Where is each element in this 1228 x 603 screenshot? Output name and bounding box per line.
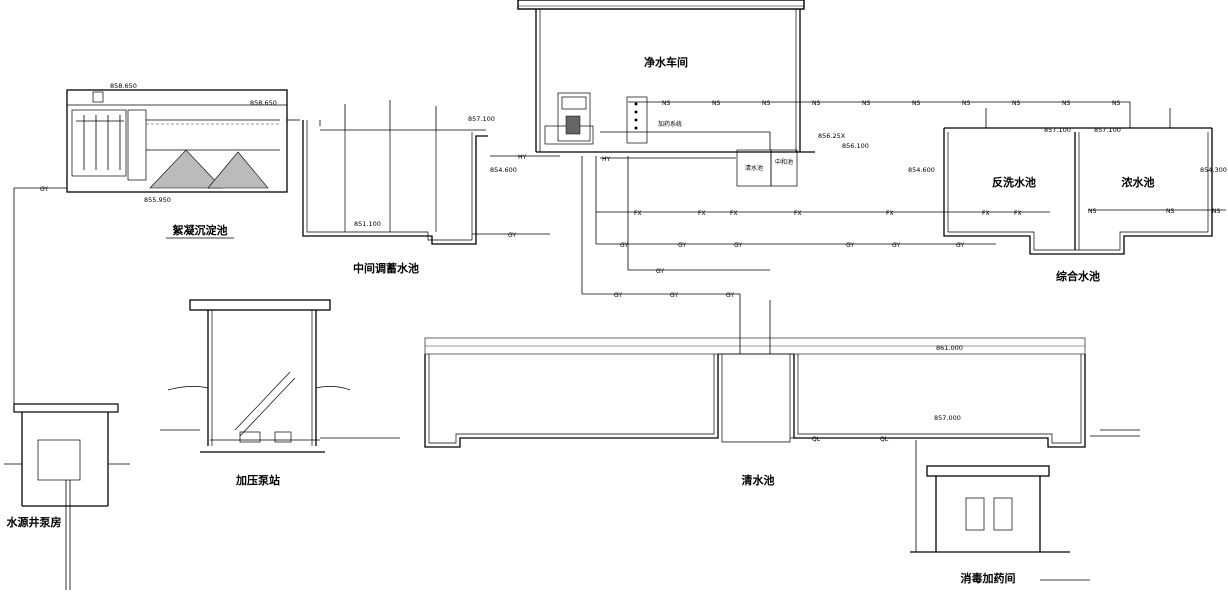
gy-marker-9: GY <box>656 268 664 275</box>
fx-marker-4: FX <box>794 210 802 217</box>
disinfect-label: 消毒加药间 <box>961 571 1016 585</box>
gy-marker-7: GY <box>892 242 900 249</box>
ns-marker-13: NS <box>1212 208 1220 215</box>
pipelines <box>490 101 1226 581</box>
clear-water-small-label: 清水池 <box>745 164 763 172</box>
composite-label: 综合水池 <box>1056 269 1100 283</box>
ns-marker-9: NS <box>1062 100 1070 107</box>
gy-marker-6: GY <box>846 242 854 249</box>
ns-marker-11: NS <box>1088 208 1096 215</box>
gy-marker-10: GY <box>614 292 622 299</box>
gy-marker-3: GY <box>620 242 628 249</box>
fx-marker-5: FX <box>886 210 894 217</box>
elev-854600a: 854.600 <box>490 166 517 174</box>
elev-856250: 856.25X <box>818 132 846 140</box>
coagulation-tank <box>66 89 300 193</box>
source-well-label: 水源井泵房 <box>7 515 62 529</box>
elev-854600b: 854.600 <box>908 166 935 174</box>
fx-marker-3: FX <box>730 210 738 217</box>
ns-marker-12: NS <box>1166 208 1174 215</box>
neutral-label: 中和池 <box>775 158 793 166</box>
ns-marker-1: NS <box>662 100 670 107</box>
clear-tank-label: 清水池 <box>742 473 775 487</box>
elev-858650a: 858.650 <box>110 82 137 90</box>
clear-water-tank <box>424 300 1086 448</box>
elev-857100c: 857.100 <box>1094 126 1121 134</box>
elev-856100: 856.100 <box>842 142 869 150</box>
fx-marker-7: FX <box>1014 210 1022 217</box>
pipe-markers: NS NS NS NS NS NS NS NS NS NS FX FX FX F… <box>40 100 1220 443</box>
elev-855950: 855.950 <box>144 196 171 204</box>
elev-858650b: 858.650 <box>250 99 277 107</box>
fx-marker-6: FX <box>982 210 990 217</box>
elev-861000: 861.000 <box>936 344 963 352</box>
conc-label: 浓水池 <box>1122 175 1155 189</box>
hy-marker-1: HY <box>518 154 527 161</box>
ns-marker-7: NS <box>962 100 970 107</box>
ql-marker-2: QL <box>880 436 889 443</box>
ns-marker-5: NS <box>862 100 870 107</box>
elev-857000: 857.000 <box>934 414 961 422</box>
ns-marker-6: NS <box>912 100 920 107</box>
dosing-label: 加药系统 <box>658 120 682 128</box>
gy-marker-2: GY <box>508 232 516 239</box>
disinfection-room <box>910 440 1070 553</box>
ql-marker-1: QL <box>812 436 821 443</box>
pump-station-label: 加压泵站 <box>235 473 280 487</box>
ns-marker-4: NS <box>812 100 820 107</box>
source-well <box>4 187 130 590</box>
elev-854300: 854.300 <box>1200 166 1227 174</box>
fx-marker-1: FX <box>634 210 642 217</box>
ns-marker-8: NS <box>1012 100 1020 107</box>
elev-857100b: 857.100 <box>1044 126 1071 134</box>
ns-marker-10: NS <box>1112 100 1120 107</box>
composite-tank <box>943 108 1213 255</box>
gy-marker-4: GY <box>678 242 686 249</box>
water-plant-label: 净水车间 <box>644 55 688 69</box>
gy-marker-5: GY <box>734 242 742 249</box>
intermediate-tank <box>302 100 550 245</box>
hy-marker-2: HY <box>602 156 611 163</box>
gy-marker-8: GY <box>956 242 964 249</box>
ns-marker-3: NS <box>762 100 770 107</box>
gy-marker-12: GY <box>726 292 734 299</box>
elev-857100a: 857.100 <box>468 115 495 123</box>
gy-marker-11: GY <box>670 292 678 299</box>
backwash-label: 反洗水池 <box>992 175 1036 189</box>
water-plant-building <box>517 0 815 187</box>
fx-marker-2: FX <box>698 210 706 217</box>
coag-tank-label: 絮凝沉淀池 <box>173 223 228 237</box>
pump-station <box>167 299 400 453</box>
elev-851100: 851.100 <box>354 220 381 228</box>
mid-tank-label: 中间调蓄水池 <box>353 261 419 275</box>
ns-marker-2: NS <box>712 100 720 107</box>
gy-marker-1: GY <box>40 186 48 193</box>
